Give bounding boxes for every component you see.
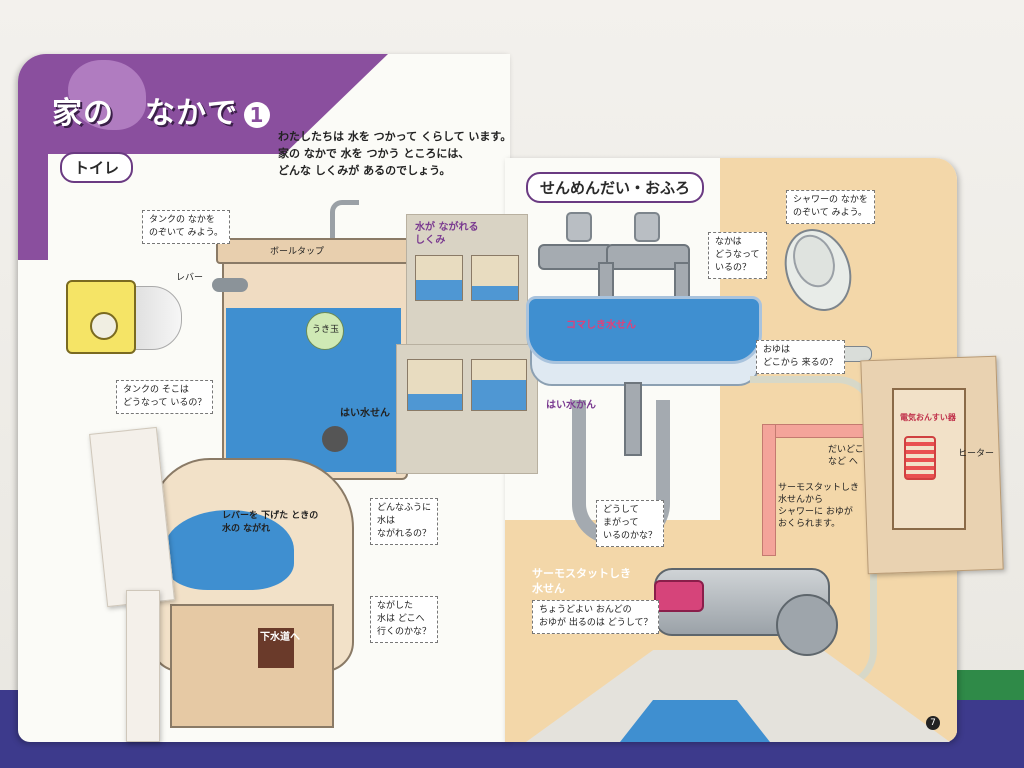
hot-water-pipe [762, 424, 868, 438]
drain-valve [322, 426, 348, 452]
callout-right-temp: ちょうどよい おんどの おゆが 出るのは どうして？ [532, 600, 660, 634]
faucet-handle-right [634, 212, 660, 242]
callout-line: どんなふうに [377, 503, 432, 513]
label-drain-pipe: はい水かん [546, 400, 596, 411]
title-line: しくみ [415, 235, 446, 246]
callout-line: 水は どこへ [377, 614, 425, 624]
heater-element [904, 436, 936, 480]
callout-why-bent: どうして まがって いるのかな？ [596, 500, 665, 547]
label-line: 水の ながれ [222, 524, 271, 534]
callout-where-go: ながした 水は どこへ 行くのかな？ [370, 596, 439, 643]
callout-line: タンクの そこは [123, 385, 189, 395]
callout-line: なかは [715, 237, 742, 247]
intro-line-1: わたしたちは 水を つかって くらして います。 [278, 130, 512, 143]
bowl-water [164, 510, 294, 590]
mechanism-panel-2 [471, 255, 519, 301]
intro-line-3: どんな しくみが あるのでしょう。 [278, 164, 451, 177]
thermostat-temperature-band [654, 580, 704, 612]
label-lever: レバー [176, 273, 204, 283]
callout-line: どこから 来るの？ [763, 358, 838, 368]
thermostat-knob [776, 594, 838, 656]
label-line: レバーを 下げた ときの [222, 511, 319, 521]
callout-line: 水は [377, 516, 396, 526]
callout-line: いるのかな？ [603, 531, 658, 541]
callout-line: おゆが 出るのは どうして？ [539, 618, 653, 628]
callout-shower-inside: シャワーの なかを のぞいて みよう。 [786, 190, 875, 224]
mechanism-panel-4 [471, 359, 527, 411]
sewer-pipe [258, 628, 294, 668]
lift-flap-mechanism-bottom[interactable] [396, 344, 538, 474]
callout-how-flow: どんなふうに 水は ながれるの？ [370, 498, 439, 545]
callout-line: のぞいて みよう。 [149, 228, 224, 238]
tank-lid [216, 238, 414, 264]
label-tap-valve: コマしき水せん [566, 320, 636, 331]
callout-line: どうなって いるの？ [123, 398, 207, 408]
label-line: だいどころ [828, 445, 873, 455]
faucet-handle-left [566, 212, 592, 242]
flush-lever [212, 278, 248, 292]
callout-line: まがって [603, 518, 639, 528]
section-tab-sink-bath: せんめんだい・おふろ [526, 172, 705, 203]
callout-line: どうして [603, 505, 639, 515]
header-band-edge [18, 140, 48, 260]
callout-line: 行くのかな？ [377, 627, 432, 637]
spout-nozzle-right [674, 262, 690, 300]
water-splash-icon [68, 60, 146, 130]
mechanism-panel-3 [407, 359, 463, 411]
label-line: 水せんから [778, 495, 824, 505]
label-ball-tap: ボールタップ [270, 247, 325, 257]
label-line: サーモスタットしき [532, 567, 631, 580]
label-heater: ヒーター [958, 449, 995, 459]
label-sewer: 下水道へ [260, 632, 300, 643]
label-float-ball: うき玉 [312, 325, 340, 335]
callout-line: タンクの なかを [149, 215, 215, 225]
toilet-paper-holder [66, 280, 136, 354]
green-object [950, 670, 1024, 700]
hot-water-pipe-vertical [762, 424, 776, 556]
callout-line: おゆは [763, 345, 791, 355]
page-number: 7 [926, 716, 940, 730]
spout-nozzle-left [598, 262, 614, 300]
mechanism-panel-1 [415, 255, 463, 301]
label-line: シャワーに おゆが [778, 507, 853, 517]
callout-tank-bottom: タンクの そこは どうなって いるの？ [116, 380, 214, 414]
callout-line: ながれるの？ [377, 529, 432, 539]
lift-flap-left-lower[interactable] [126, 590, 160, 742]
callout-line: ながした [377, 601, 414, 611]
callout-line: ちょうどよい おんどの [539, 605, 632, 615]
label-thermostat-title: サーモスタットしき 水せん [532, 566, 631, 596]
sink-basin [526, 296, 762, 364]
callout-hot-water-from: おゆは どこから 来るの？ [756, 340, 845, 374]
label-thermostat-note: サーモスタットしき 水せんから シャワーに おゆが おくられます。 [778, 482, 859, 530]
lift-flap-mechanism-top[interactable]: 水が ながれる しくみ [406, 214, 528, 348]
label-line: サーモスタットしき [778, 483, 860, 493]
label-drain-valve: はい水せん [340, 408, 390, 419]
label-line: 水せん [532, 582, 565, 595]
supply-pipe [330, 200, 359, 249]
float-ball [306, 312, 344, 350]
callout-faucet-inside: なかは どうなって いるの？ [708, 232, 767, 279]
callout-line: のぞいて みよう。 [793, 208, 868, 218]
callout-line: どうなって [715, 250, 760, 260]
label-line: など へ [828, 457, 858, 467]
mechanism-flap-title: 水が ながれる しくみ [415, 221, 478, 247]
toilet-base-cutaway [170, 604, 334, 728]
paper-roll-core [90, 312, 118, 340]
title-line: 水が ながれる [415, 222, 479, 233]
intro-line-2: 家の なかで 水を つかう ところには、 [278, 147, 470, 160]
intro-text: わたしたちは 水を つかって くらして います。 家の なかで 水を つかう と… [278, 128, 512, 179]
label-heater-title: 電気おんすい器 [900, 413, 956, 422]
label-somewhere: だいどころ など へ [828, 444, 873, 468]
section-tab-toilet: トイレ [60, 152, 134, 183]
page-title-text: 家の なかで [52, 96, 238, 131]
title-number-badge: 1 [244, 101, 270, 128]
callout-line: いるの？ [715, 263, 752, 273]
callout-line: シャワーの なかを [793, 195, 868, 205]
label-lever-flow: レバーを 下げた ときの 水の ながれ [222, 508, 318, 534]
label-line: おくられます。 [778, 519, 841, 529]
callout-tank-look-inside: タンクの なかを のぞいて みよう。 [142, 210, 231, 244]
